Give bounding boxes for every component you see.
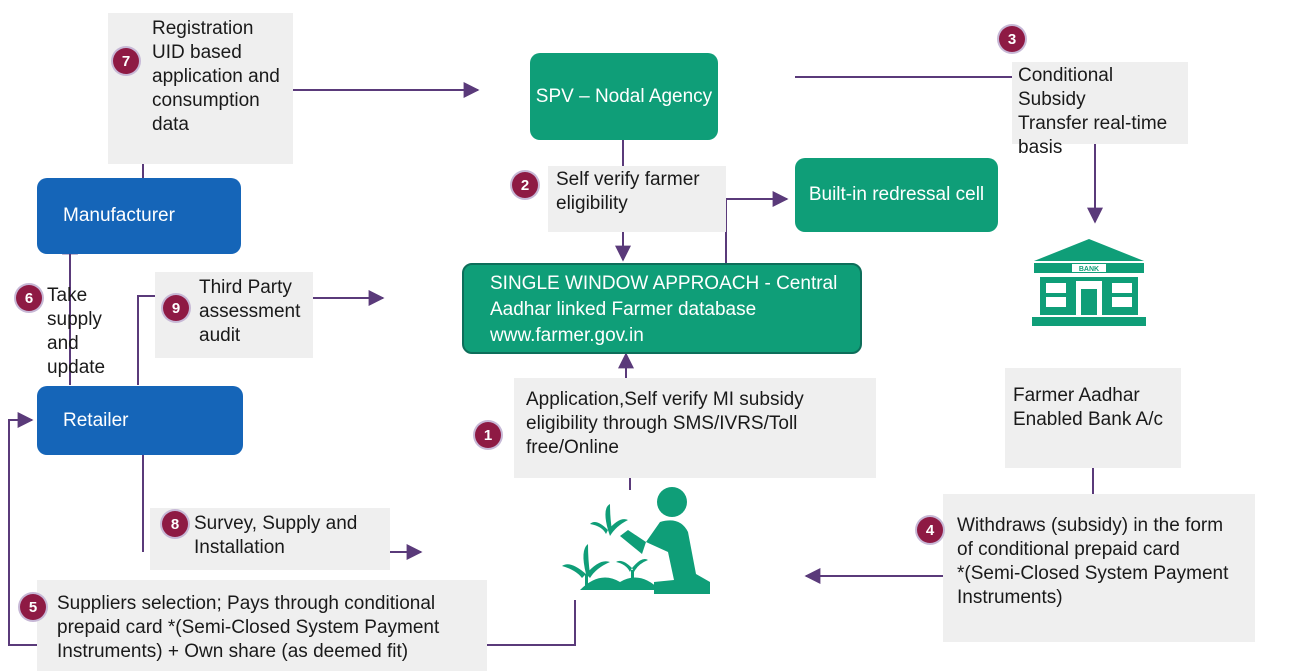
step-7-line: application and (152, 66, 280, 87)
step-7-line: data (152, 114, 189, 135)
manufacturer-node[interactable]: Manufacturer (37, 178, 241, 254)
step-7-line: Registration (152, 18, 254, 39)
step-5-badge: 5 (20, 594, 46, 620)
line-farmer-to-suppliers (487, 600, 576, 646)
step-2-line: Self verify farmer (556, 169, 700, 190)
step-7-line: UID based (152, 42, 242, 63)
step-4-line: Withdraws (subsidy) in the form (957, 515, 1224, 536)
step-1-box: Application,Self verify MI subsidy eligi… (514, 378, 876, 478)
step-6-line: and (47, 333, 79, 354)
step-8-line: Survey, Supply and (194, 513, 358, 534)
step-4-line: Instruments) (957, 587, 1063, 608)
step-9-box: Third Party assessment audit (155, 272, 313, 358)
step-7-box: Registration UID based application and c… (108, 13, 293, 164)
step-4-line: *(Semi-Closed System Payment (957, 563, 1229, 584)
single-window-line: Aadhar linked Farmer database (490, 299, 757, 320)
bank-account-line: Farmer Aadhar (1013, 385, 1140, 406)
step-2-badge: 2 (512, 172, 538, 198)
farmer-planting-icon (562, 487, 710, 594)
retailer-node[interactable]: Retailer (37, 386, 243, 455)
step-3-line: Transfer real-time (1018, 113, 1168, 134)
step-7-badge: 7 (113, 48, 139, 74)
step-6-label: Take supply and update (47, 284, 117, 380)
arrow-to-redressal (725, 191, 789, 264)
step-9-badge: 9 (163, 295, 189, 321)
step-1-badge: 1 (475, 422, 501, 448)
step-5-line: Suppliers selection; Pays through condit… (57, 593, 436, 614)
bank-account-box: Farmer Aadhar Enabled Bank A/c (1005, 368, 1181, 468)
step-9-line: Third Party (199, 277, 292, 298)
step-3-box: Conditional Subsidy Transfer real-time b… (1012, 62, 1188, 158)
step-6-line: update (47, 357, 106, 378)
single-window-line: SINGLE WINDOW APPROACH - Central (490, 273, 838, 294)
step-4-line: of conditional prepaid card (957, 539, 1180, 560)
bank-account-line: Enabled Bank A/c (1013, 409, 1163, 430)
step-3-badge: 3 (999, 26, 1025, 52)
step-9-line: audit (199, 325, 241, 346)
step-8-line: Installation (194, 537, 285, 558)
single-window-node[interactable]: SINGLE WINDOW APPROACH - Central Aadhar … (462, 263, 862, 354)
step-8-badge: 8 (162, 511, 188, 537)
step-9-line: assessment (199, 301, 301, 322)
step-7-line: consumption (152, 90, 260, 111)
line-retailer-to-audit (137, 295, 155, 385)
step-3-line: Conditional Subsidy (1018, 65, 1114, 110)
single-window-url: www.farmer.gov.in (490, 325, 644, 346)
step-1-line: Application,Self verify MI subsidy (526, 389, 804, 410)
step-4-box: Withdraws (subsidy) in the form of condi… (943, 494, 1255, 642)
step-1-line: eligibility through SMS/IVRS/Toll (526, 413, 798, 434)
step-2-box: Self verify farmer eligibility (548, 166, 726, 232)
step-8-box: Survey, Supply and Installation (150, 508, 390, 570)
step-6-line: Take (47, 285, 88, 306)
step-6-line: supply (47, 309, 102, 330)
step-5-line: prepaid card *(Semi-Closed System Paymen… (57, 617, 440, 638)
step-4-badge: 4 (917, 517, 943, 543)
redressal-cell-node[interactable]: Built-in redressal cell (795, 158, 998, 232)
step-5-line: Instruments) + Own share (as deemed fit) (57, 641, 409, 662)
step-2-line: eligibility (556, 193, 628, 214)
bank-building-icon: BANK (1032, 239, 1146, 326)
step-1-line: free/Online (526, 437, 619, 458)
arrow-suppliers-to-retailer (8, 412, 37, 646)
step-5-box: Suppliers selection; Pays through condit… (37, 580, 487, 671)
bank-sign: BANK (1079, 266, 1099, 273)
step-6-badge: 6 (16, 285, 42, 311)
spv-nodal-agency-node[interactable]: SPV – Nodal Agency (530, 53, 718, 140)
step-3-line: basis (1018, 137, 1063, 158)
